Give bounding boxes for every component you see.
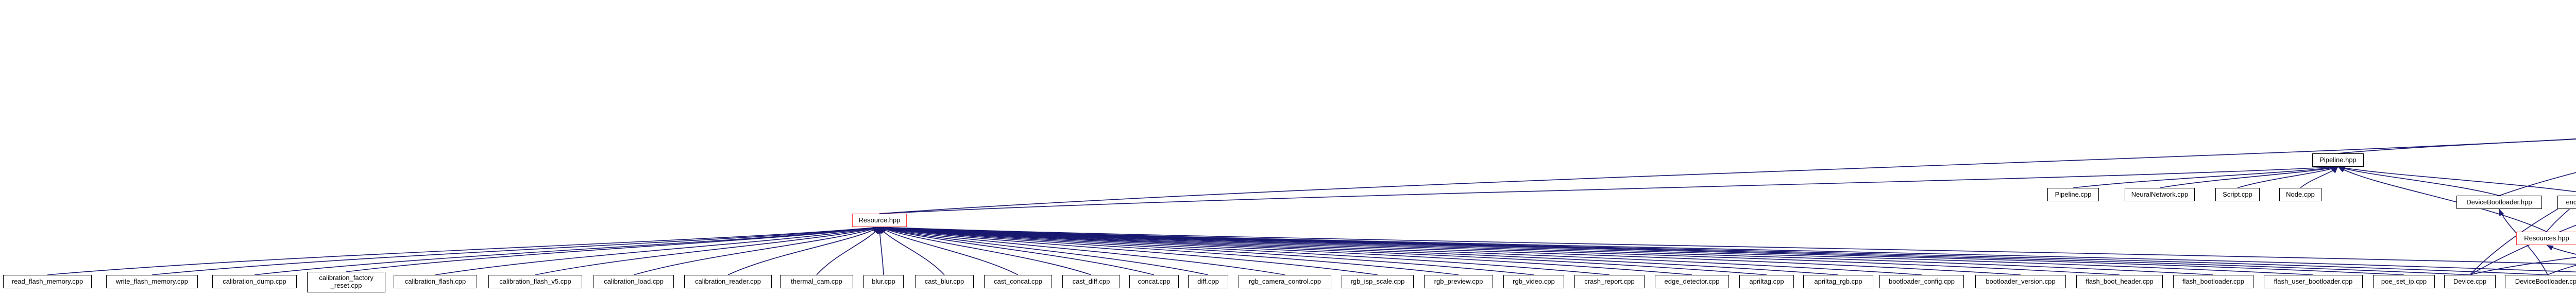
graph-node-devicebootloader_hpp[interactable]: DeviceBootloader.hpp [2456, 196, 2542, 209]
graph-node-devicebootloader_cpp[interactable]: DeviceBootloader.cpp [2505, 275, 2576, 288]
graph-node-rgb_isp_scale[interactable]: rgb_isp_scale.cpp [1342, 275, 1414, 288]
edge-devicebase_cpp-to-resource_hpp [879, 224, 2576, 265]
edge-calibration_load-to-resource_hpp [633, 227, 880, 275]
edge-device_cpp-to-devicebase_hpp [2469, 224, 2576, 275]
graph-node-concat_cpp[interactable]: concat.cpp [1129, 275, 1179, 288]
edge-resources_hpp-to-device_hpp [2546, 203, 2576, 232]
edge-calibration_dump-to-resource_hpp [254, 225, 880, 275]
edge-calibration_reader-to-resource_hpp [727, 227, 880, 275]
edge-resources_cpp-to-resources_hpp [2546, 245, 2576, 255]
edge-write_flash_memory-to-resource_hpp [151, 225, 880, 275]
edge-script_cpp-to-pipeline_hpp [2237, 166, 2338, 188]
edge-devicebootloader_cpp-to-resource_hpp [879, 224, 2548, 275]
edge-rgb_camera_control-to-resource_hpp [879, 225, 1285, 275]
graph-node-diff_cpp[interactable]: diff.cpp [1188, 275, 1228, 288]
edge-blur_cpp-to-resource_hpp [877, 227, 884, 275]
edge-resources_cpp-to-resource_hpp [879, 224, 2576, 273]
graph-node-write_flash_memory[interactable]: write_flash_memory.cpp [106, 275, 198, 288]
graph-node-flash_user_bootload[interactable]: flash_user_bootloader.cpp [2264, 275, 2363, 288]
graph-node-crash_report[interactable]: crash_report.cpp [1574, 275, 1645, 288]
edge-resource_hpp-to-pipeline_hpp [879, 164, 2338, 214]
edge-devicebootloader_hpp-to-pipeline_hpp [2337, 166, 2500, 196]
graph-node-cast_concat[interactable]: cast_concat.cpp [984, 275, 1052, 288]
edge-concat_cpp-to-resource_hpp [879, 226, 1155, 275]
edge-rgb_video-to-resource_hpp [879, 225, 1534, 275]
edge-apriltag_rgb-to-resource_hpp [879, 224, 1839, 275]
graph-node-resource_hpp[interactable]: Resource.hpp [852, 214, 907, 227]
graph-node-calibration_flashv5[interactable]: calibration_flash_v5.cpp [488, 275, 582, 288]
graph-node-script_cpp[interactable]: Script.cpp [2215, 188, 2260, 201]
edge-crash_report-to-resource_hpp [879, 225, 1610, 275]
graph-node-calibration_dump[interactable]: calibration_dump.cpp [212, 275, 297, 288]
edge-calibration_factory-to-resource_hpp [346, 225, 880, 272]
graph-node-calibration_factory[interactable]: calibration_factory _reset.cpp [307, 272, 385, 292]
edge-calibration_flash-to-resource_hpp [435, 225, 880, 275]
graph-node-edge_detector[interactable]: edge_detector.cpp [1655, 275, 1729, 288]
graph-node-cast_diff[interactable]: cast_diff.cpp [1062, 275, 1120, 288]
edge-rgb_isp_scale-to-resource_hpp [879, 225, 1378, 275]
graph-node-resources_hpp[interactable]: Resources.hpp [2516, 232, 2576, 245]
graph-node-pipeline_cpp[interactable]: Pipeline.cpp [2047, 188, 2099, 201]
edge-cast_diff-to-resource_hpp [879, 227, 1092, 275]
graph-node-blur_cpp[interactable]: blur.cpp [863, 275, 904, 288]
graph-node-node_cpp[interactable]: Node.cpp [2279, 188, 2321, 201]
graph-node-device_cpp[interactable]: Device.cpp [2444, 275, 2496, 288]
graph-node-rgb_preview[interactable]: rgb_preview.cpp [1424, 275, 1493, 288]
graph-node-apriltag_cpp[interactable]: apriltag.cpp [1739, 275, 1794, 288]
graph-node-read_flash_memory[interactable]: read_flash_memory.cpp [3, 275, 92, 288]
edge-thermal_cam-to-resource_hpp [816, 227, 880, 275]
graph-node-calibration_flash[interactable]: calibration_flash.cpp [394, 275, 477, 288]
graph-node-flash_bootloader[interactable]: flash_bootloader.cpp [2173, 275, 2253, 288]
graph-node-flash_boot_header[interactable]: flash_boot_header.cpp [2076, 275, 2163, 288]
edge-cast_blur-to-resource_hpp [879, 227, 945, 275]
edge-apriltag_cpp-to-resource_hpp [879, 225, 1767, 275]
edge-read_flash_memory-to-resource_hpp [47, 225, 880, 275]
graph-node-calibration_load[interactable]: calibration_load.cpp [594, 275, 674, 288]
graph-node-rgb_video[interactable]: rgb_video.cpp [1503, 275, 1564, 288]
graph-node-poe_set_ip[interactable]: poe_set_ip.cpp [2373, 275, 2435, 288]
edge-flash_boot_header-to-resource_hpp [879, 224, 2120, 275]
edge-cast_concat-to-resource_hpp [879, 227, 1019, 275]
edge-encoded_frame_test-to-pipeline_hpp [2337, 165, 2576, 193]
edge-devicebootloader_cpp-to-logging_hpp [2547, 265, 2576, 275]
edge-pipeline_cpp-to-pipeline_hpp [2073, 165, 2338, 188]
edge-flash_user_bootload-to-resource_hpp [879, 224, 2314, 275]
edge-neuralnetwork_cpp-to-pipeline_hpp [2159, 165, 2338, 188]
edge-device_cpp-to-resource_hpp [879, 224, 2470, 275]
edge-diff_cpp-to-resource_hpp [879, 226, 1209, 275]
edge-resource_hpp-to-device_hpp [879, 138, 2576, 214]
graph-node-pipeline_hpp[interactable]: Pipeline.hpp [2312, 153, 2364, 167]
edge-calibration_flashv5-to-resource_hpp [535, 226, 880, 275]
edge-device_cpp-to-logging_hpp [2469, 256, 2576, 275]
graph-node-neuralnetwork_cpp[interactable]: NeuralNetwork.cpp [2125, 188, 2195, 201]
edge-devicebootloader_hpp-to-devicebase_hpp [2499, 172, 2576, 196]
graph-node-apriltag_rgb[interactable]: apriltag_rgb.cpp [1803, 275, 1873, 288]
edge-rgb_preview-to-resource_hpp [879, 225, 1459, 275]
edge-edge_detector-to-resource_hpp [879, 225, 1692, 275]
edge-flash_bootloader-to-resource_hpp [879, 224, 2214, 275]
graph-node-thermal_cam[interactable]: thermal_cam.cpp [780, 275, 853, 288]
edge-pipeline_hpp-to-device_hpp [2337, 138, 2576, 154]
edge-bootloader_config-to-resource_hpp [879, 224, 1922, 275]
graph-node-bootloader_config[interactable]: bootloader_config.cpp [1879, 275, 1964, 288]
graph-node-bootloader_version[interactable]: bootloader_version.cpp [1975, 275, 2066, 288]
graph-node-encoded_frame_test[interactable]: encoded_frame_test.cpp [2557, 196, 2576, 209]
edges [47, 138, 2576, 275]
edge-node_cpp-to-pipeline_hpp [2300, 166, 2338, 188]
graph-node-cast_blur[interactable]: cast_blur.cpp [915, 275, 974, 288]
graph-node-calibration_reader[interactable]: calibration_reader.cpp [684, 275, 772, 288]
edge-bootloader_version-to-resource_hpp [879, 224, 2021, 275]
graph-node-rgb_camera_control[interactable]: rgb_camera_control.cpp [1239, 275, 1331, 288]
edge-poe_set_ip-to-resource_hpp [879, 224, 2404, 275]
